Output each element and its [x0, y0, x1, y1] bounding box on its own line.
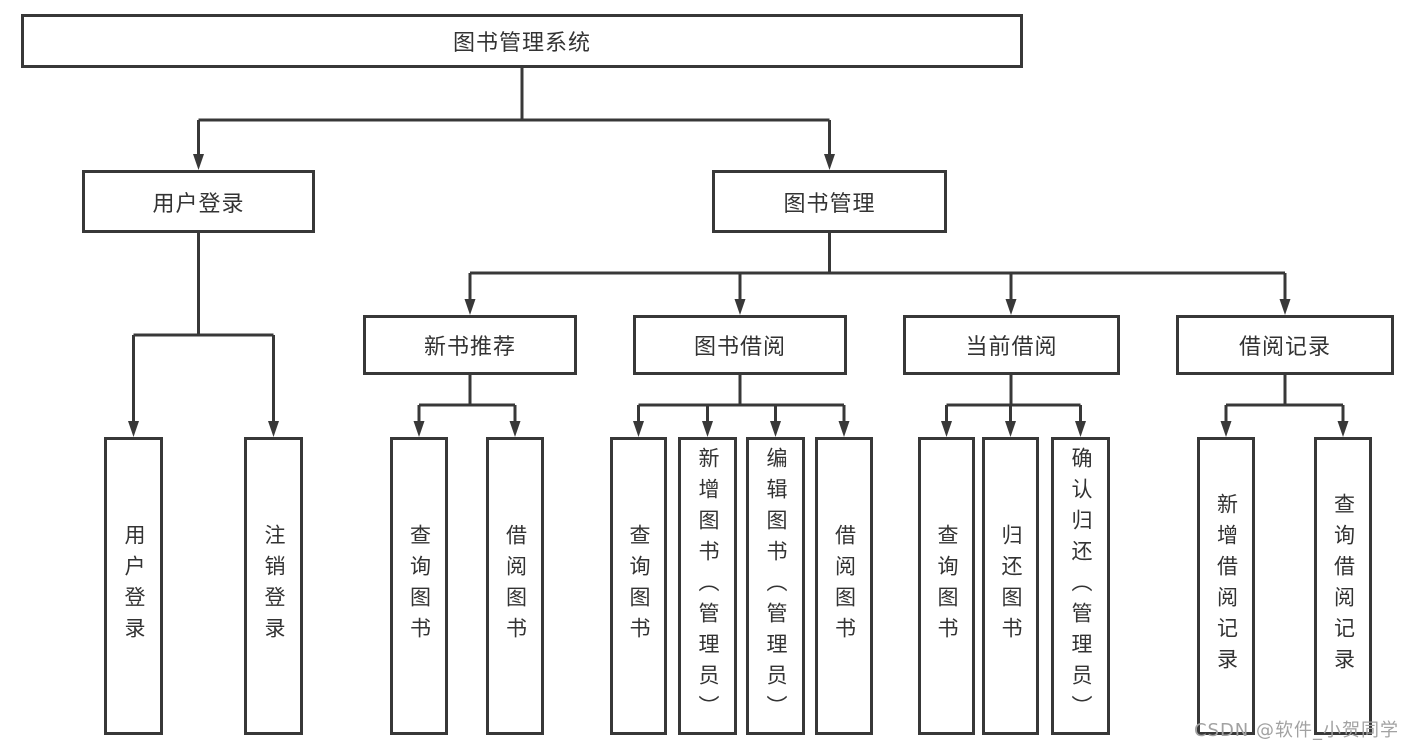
- node-library-system-label: 图书管理系统: [452, 31, 591, 56]
- leaf-query-books-rec: 查询图书: [390, 437, 448, 735]
- node-book-borrow-label: 图书借阅: [693, 335, 786, 360]
- leaf-return-books-label: 归还图书: [999, 524, 1023, 648]
- node-user-login-label: 用户登录: [152, 191, 245, 217]
- leaf-return-books: 归还图书: [982, 437, 1039, 735]
- leaf-confirm-return-admin: 确认归还（管理员）: [1051, 437, 1110, 735]
- node-user-login: 用户登录: [82, 170, 315, 233]
- leaf-add-borrow-record: 新增借阅记录: [1197, 437, 1255, 735]
- leaf-query-borrow-record-label: 查询借阅记录: [1331, 493, 1356, 679]
- leaf-query-books-current-label: 查询图书: [935, 524, 959, 648]
- node-borrow-records-label: 借阅记录: [1238, 335, 1331, 360]
- connector-borrow-bus: [638, 375, 844, 407]
- node-borrow-records: 借阅记录: [1176, 315, 1394, 375]
- connector-root-bus: [198, 68, 830, 122]
- node-current-borrow: 当前借阅: [903, 315, 1120, 375]
- leaf-query-books-borrow: 查询图书: [610, 437, 667, 735]
- connector-newbooks-bus: [419, 375, 515, 407]
- leaf-edit-books-admin-label: 编辑图书（管理员）: [764, 446, 788, 726]
- leaf-borrow-books-rec: 借阅图书: [486, 437, 544, 735]
- leaf-logout-label: 注销登录: [262, 524, 286, 648]
- leaf-add-books-admin-label: 新增图书（管理员）: [696, 446, 720, 726]
- csdn-watermark: CSDN @软件_小贺同学: [1193, 720, 1399, 741]
- leaf-borrow-books-label: 借阅图书: [832, 524, 857, 648]
- leaf-borrow-books: 借阅图书: [815, 437, 873, 735]
- node-book-borrow: 图书借阅: [633, 315, 847, 375]
- node-library-system: 图书管理系统: [21, 14, 1023, 68]
- leaf-add-borrow-record-label: 新增借阅记录: [1214, 493, 1239, 679]
- node-book-management-label: 图书管理: [783, 191, 876, 217]
- node-book-management: 图书管理: [712, 170, 947, 233]
- leaf-add-books-admin: 新增图书（管理员）: [678, 437, 737, 735]
- leaf-confirm-return-admin-label: 确认归还（管理员）: [1069, 446, 1093, 726]
- leaf-query-books-borrow-label: 查询图书: [627, 524, 651, 648]
- leaf-user-login: 用户登录: [104, 437, 163, 735]
- leaf-user-login-label: 用户登录: [122, 524, 146, 648]
- connector-login-bus: [133, 233, 274, 337]
- leaf-query-borrow-record: 查询借阅记录: [1314, 437, 1372, 735]
- leaf-query-books-rec-label: 查询图书: [407, 524, 432, 648]
- connector-current-bus: [946, 375, 1081, 407]
- leaf-query-books-current: 查询图书: [918, 437, 975, 735]
- connector-mgmt-bus: [470, 233, 1285, 275]
- connector-records-bus: [1226, 375, 1343, 407]
- leaf-borrow-books-rec-label: 借阅图书: [503, 524, 528, 648]
- node-new-book-recommend-label: 新书推荐: [423, 335, 516, 360]
- node-new-book-recommend: 新书推荐: [363, 315, 577, 375]
- leaf-edit-books-admin: 编辑图书（管理员）: [746, 437, 805, 735]
- node-current-borrow-label: 当前借阅: [965, 335, 1058, 360]
- leaf-logout: 注销登录: [244, 437, 303, 735]
